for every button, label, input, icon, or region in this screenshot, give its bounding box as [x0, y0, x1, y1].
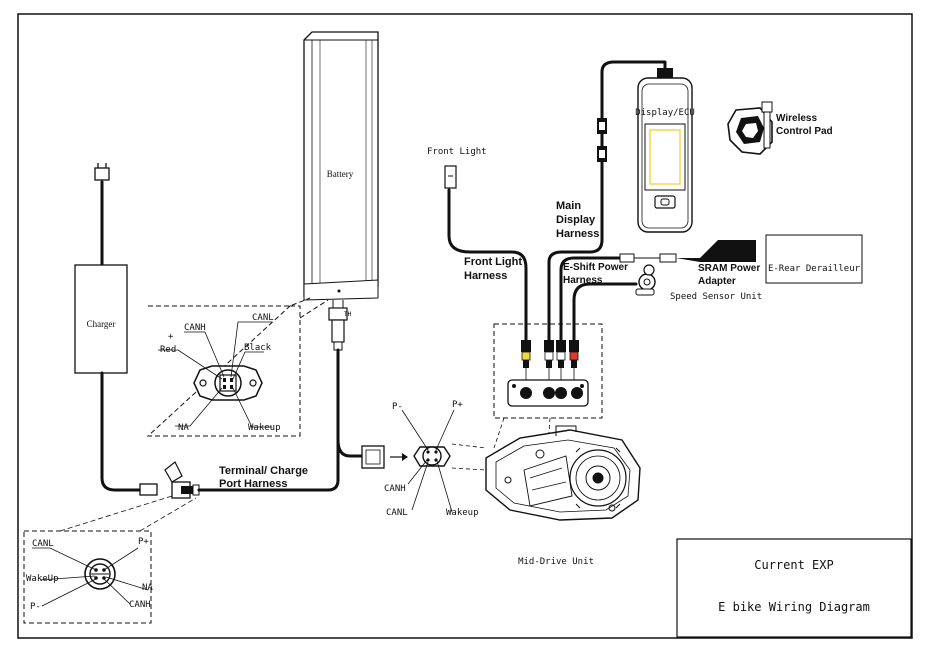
port-pin-canl: CANL	[32, 539, 54, 549]
connector-hub-block	[507, 379, 589, 407]
speed-sensor-label: Speed Sensor Unit	[670, 292, 762, 302]
display-ecu-unit	[637, 68, 693, 233]
battery-pack	[303, 31, 379, 301]
arrow-head-icon	[402, 453, 408, 461]
drawing-frame	[17, 13, 913, 639]
display-label: Display/ECU	[635, 108, 695, 118]
motor-pin-pplus: P+	[452, 400, 463, 410]
hub-callout-line-1	[493, 417, 505, 449]
battery-pin-plus: +	[168, 332, 174, 342]
eshift-harness-wire	[559, 256, 622, 342]
harness-plug-front-light	[521, 340, 531, 368]
motor-pin-leaders	[401, 409, 455, 513]
front-light-harness-wire	[447, 188, 528, 342]
port-pin-pplus: P+	[138, 537, 149, 547]
eshift-connector-left	[619, 253, 635, 263]
main-display-harness-wire	[547, 60, 667, 342]
title-block-title: Current EXP	[754, 558, 833, 572]
harness-plug-speed-sensor	[569, 340, 579, 368]
front-light-harness-label: Front Light Harness	[464, 256, 525, 282]
eshift-connector-right	[659, 253, 677, 263]
wireless-pad-label: Wireless Control Pad	[776, 113, 833, 137]
battery-pin-red: Red	[160, 345, 176, 355]
battery-label: Battery	[327, 169, 354, 179]
terminal-harness-wire	[197, 348, 340, 492]
port-callout-line-2	[139, 497, 197, 532]
battery-socket-icon	[193, 365, 263, 401]
charge-port	[164, 461, 200, 499]
motor-socket-callout-line-2	[451, 467, 487, 471]
motor-pin-wakeup: Wakeup	[446, 508, 479, 518]
charger-plug-icon	[94, 163, 110, 181]
port-pin-wakeup: WakeUp	[26, 574, 59, 584]
front-light-label: Front Light	[427, 147, 487, 157]
display-inline-connector-2	[597, 146, 607, 162]
charger-box	[74, 264, 128, 374]
harness-plug-display	[544, 340, 554, 368]
charger-output-cord	[100, 371, 142, 492]
battery-pin-na: NA	[178, 423, 189, 433]
battery-pin-canh: CANH	[184, 323, 206, 333]
motor-pin-canh: CANH	[384, 484, 406, 494]
motor-pin-pminus: P-	[392, 402, 403, 412]
battery-pin-leaders	[158, 321, 272, 428]
speed-sensor-icon	[635, 264, 656, 296]
rear-derailleur-box	[765, 234, 863, 284]
port-pin-leaders	[32, 547, 149, 607]
main-display-harness-label: Main Display Harness	[556, 200, 599, 240]
rear-derailleur-label: E-Rear Derailleur	[768, 264, 861, 274]
motor-socket-callout-line	[451, 443, 487, 449]
port-pinout-box	[23, 530, 152, 624]
charger-plug	[139, 483, 158, 496]
title-block-subtitle: E bike Wiring Diagram	[718, 600, 870, 614]
port-pin-pminus: P-	[30, 602, 41, 612]
battery-pinout-box	[146, 297, 311, 437]
port-pin-canh: CANH	[129, 600, 151, 610]
harness-plug-eshift	[556, 340, 566, 368]
motor-connector-hub-box	[493, 323, 603, 419]
motor-pin-canl: CANL	[386, 508, 408, 518]
sram-adapter-label: SRAM Power Adapter	[698, 263, 763, 287]
sram-power-adapter-icon	[676, 240, 756, 262]
motor-connector-plug	[361, 445, 385, 469]
connector-label: TH	[344, 311, 352, 318]
battery-connector	[328, 300, 348, 351]
port-socket-icon	[84, 558, 116, 590]
display-inline-connector-1	[597, 118, 607, 134]
front-light-icon	[444, 165, 457, 189]
mid-drive-label: Mid-Drive Unit	[518, 557, 594, 567]
motor-socket-icon	[413, 446, 451, 467]
charger-label: Charger	[87, 319, 116, 329]
battery-pin-canl: CANL	[252, 313, 274, 323]
battery-pin-wakeup: Wakeup	[248, 423, 281, 433]
port-pin-na: NA	[142, 583, 153, 593]
port-callout-line-1	[59, 495, 173, 532]
eshift-harness-label: E-Shift Power Harness	[563, 262, 631, 286]
battery-callout-line	[299, 299, 329, 319]
mid-drive-motor-icon	[485, 425, 641, 521]
speed-sensor-wire	[572, 282, 638, 342]
terminal-charge-harness-label: Terminal/ Charge Port Harness	[219, 465, 311, 490]
title-block	[676, 538, 912, 638]
wireless-control-pad-icon	[727, 101, 773, 155]
battery-to-motor-wire	[336, 348, 364, 458]
battery-pin-black: Black	[244, 343, 272, 353]
